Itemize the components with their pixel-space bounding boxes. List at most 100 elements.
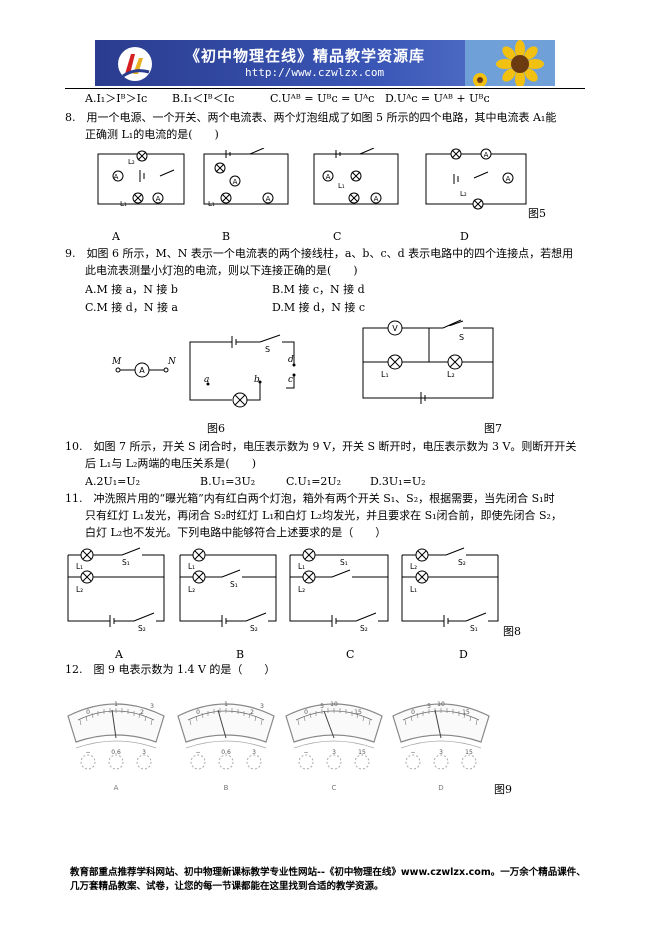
svg-text:A: A bbox=[156, 195, 161, 203]
banner-title: 《初中物理在线》精品教学资源库 bbox=[185, 47, 426, 65]
q9-option-a: A.M 接 a，N 接 b bbox=[85, 283, 178, 296]
svg-text:L₂: L₂ bbox=[188, 585, 195, 594]
q10-option-d: D.3U₁=U₂ bbox=[370, 475, 426, 488]
banner-url: http://www.czwlzx.com bbox=[245, 66, 385, 79]
footer: 教育部重点推荐学科网站、初中物理新课标教学专业性网站--《初中物理在线》www.… bbox=[70, 866, 586, 894]
svg-text:L₂: L₂ bbox=[447, 370, 455, 379]
svg-text:3: 3 bbox=[439, 749, 443, 756]
svg-text:L₁: L₁ bbox=[188, 562, 195, 571]
svg-text:1: 1 bbox=[114, 701, 118, 708]
svg-text:−: − bbox=[195, 749, 200, 756]
svg-text:S₂: S₂ bbox=[360, 624, 368, 633]
svg-text:5: 5 bbox=[320, 703, 324, 710]
svg-text:S₁: S₁ bbox=[230, 580, 238, 589]
q9-stem-line1: 9. 如图 6 所示，M、N 表示一个电流表的两个接线柱，a、b、c、d 表示电… bbox=[65, 247, 574, 260]
svg-text:15: 15 bbox=[462, 709, 470, 716]
q8-stem-line2: 正确测 L₁的电流的是( ) bbox=[85, 128, 219, 141]
svg-text:S₂: S₂ bbox=[138, 624, 146, 633]
svg-text:15: 15 bbox=[354, 709, 362, 716]
svg-text:10: 10 bbox=[330, 701, 338, 708]
svg-text:A: A bbox=[233, 178, 238, 186]
q7-option-c: C.Uᴬᴮ = Uᴮᴄ = Uᴬᴄ bbox=[270, 92, 375, 105]
q9-option-d: D.M 接 d，N 接 c bbox=[272, 301, 366, 314]
svg-text:A: A bbox=[506, 175, 511, 183]
header-banner: 《初中物理在线》精品教学资源库 http://www.czwlzx.com bbox=[95, 40, 555, 86]
q10-option-b: B.U₁=3U₂ bbox=[200, 475, 256, 488]
footer-line2: 几万套精品教案、试卷，让您的每一节课都能在这里找到合适的教学资源。 bbox=[70, 881, 384, 892]
q11-label-a: A bbox=[115, 648, 123, 661]
svg-text:d: d bbox=[288, 355, 294, 365]
svg-text:5: 5 bbox=[427, 703, 431, 710]
svg-text:S₂: S₂ bbox=[250, 624, 258, 633]
figure-6-circuit: M N a b cd A S bbox=[111, 334, 296, 408]
svg-text:L₂: L₂ bbox=[76, 585, 83, 594]
q8-stem-line1: 8. 用一个电源、一个开关、两个电流表、两个灯泡组成了如图 5 所示的四个电路，… bbox=[65, 111, 557, 124]
svg-text:0: 0 bbox=[196, 709, 200, 716]
q10-stem-line2: 后 L₁与 L₂两端的电压关系是( ) bbox=[85, 457, 257, 470]
q11-label-b: B bbox=[236, 648, 245, 661]
q7-option-a: A.I₁＞Iᴮ＞Iᴄ bbox=[85, 92, 148, 105]
svg-text:15: 15 bbox=[358, 749, 366, 756]
svg-text:c: c bbox=[288, 375, 293, 385]
svg-text:L₁: L₁ bbox=[298, 562, 305, 571]
svg-text:3: 3 bbox=[332, 749, 336, 756]
q11-stem-line3: 白灯 L₂也不发光。下列电路中能够符合上述要求的是（ ） bbox=[85, 526, 387, 539]
svg-text:A: A bbox=[484, 151, 489, 159]
meter-label-d: D bbox=[438, 784, 443, 792]
svg-text:N: N bbox=[167, 357, 177, 367]
figure-9-caption: 图9 bbox=[494, 783, 512, 796]
q12-stem: 12. 图 9 电表示数为 1.4 V 的是（ ） bbox=[65, 663, 276, 676]
svg-text:A: A bbox=[326, 173, 331, 181]
svg-text:2: 2 bbox=[140, 709, 144, 716]
q8-label-c: C bbox=[333, 230, 342, 243]
q11-stem-line1: 11. 冲洗照片用的“曝光箱”内有红白两个灯泡，箱外有两个开关 S₁、S₂，根据… bbox=[65, 492, 555, 505]
svg-text:A: A bbox=[266, 195, 271, 203]
q7-option-b: B.I₁＜Iᴮ＜Iᴄ bbox=[172, 92, 235, 105]
svg-text:L₂: L₂ bbox=[298, 585, 305, 594]
q9-option-c: C.M 接 d，N 接 a bbox=[85, 301, 178, 314]
svg-text:S: S bbox=[459, 333, 464, 342]
figure-6-caption: 图6 bbox=[207, 422, 225, 435]
svg-text:15: 15 bbox=[465, 749, 473, 756]
svg-text:S: S bbox=[265, 345, 270, 354]
q11-stem-line2: 只有红灯 L₁发光，再闭合 S₂时红灯 L₁和白灯 L₂均发光，并且要求在 S₁… bbox=[85, 509, 562, 522]
svg-text:b: b bbox=[254, 375, 260, 385]
q8-label-b: B bbox=[222, 230, 231, 243]
footer-line1: 教育部重点推荐学科网站、初中物理新课标教学专业性网站--《初中物理在线》www.… bbox=[70, 867, 586, 878]
svg-text:3: 3 bbox=[142, 749, 146, 756]
svg-text:2: 2 bbox=[250, 709, 254, 716]
svg-text:L₁: L₁ bbox=[76, 562, 83, 571]
svg-text:M: M bbox=[111, 357, 122, 367]
svg-text:L₁: L₁ bbox=[381, 370, 389, 379]
figure-7-caption: 图7 bbox=[484, 422, 502, 435]
q11-label-c: C bbox=[346, 648, 355, 661]
figure-5-caption: 图5 bbox=[528, 207, 546, 220]
q10-option-a: A.2U₁=U₂ bbox=[85, 475, 141, 488]
q9-option-b: B.M 接 c，N 接 d bbox=[272, 283, 365, 296]
svg-text:L₂: L₂ bbox=[128, 158, 135, 166]
svg-text:L₁: L₁ bbox=[208, 200, 215, 208]
q8-label-d: D bbox=[460, 230, 469, 243]
q11-label-d: D bbox=[459, 648, 468, 661]
svg-text:0: 0 bbox=[411, 709, 415, 716]
meter-label-c: C bbox=[332, 784, 337, 792]
svg-text:−: − bbox=[410, 749, 415, 756]
svg-text:a: a bbox=[204, 375, 209, 385]
svg-text:S₁: S₁ bbox=[470, 624, 478, 633]
svg-text:S₁: S₁ bbox=[122, 558, 130, 567]
svg-text:0.6: 0.6 bbox=[221, 749, 231, 756]
header-rule bbox=[65, 88, 585, 89]
svg-text:0: 0 bbox=[304, 709, 308, 716]
svg-text:A: A bbox=[114, 173, 119, 181]
svg-text:L₁: L₁ bbox=[120, 200, 127, 208]
q9-stem-line2: 此电流表测量小灯泡的电流，则以下连接正确的是( ) bbox=[85, 264, 358, 277]
meter-label-a: A bbox=[114, 784, 119, 792]
svg-text:A: A bbox=[139, 366, 145, 375]
svg-text:10: 10 bbox=[437, 701, 445, 708]
svg-text:L₂: L₂ bbox=[460, 190, 467, 198]
svg-text:−: − bbox=[85, 749, 90, 756]
